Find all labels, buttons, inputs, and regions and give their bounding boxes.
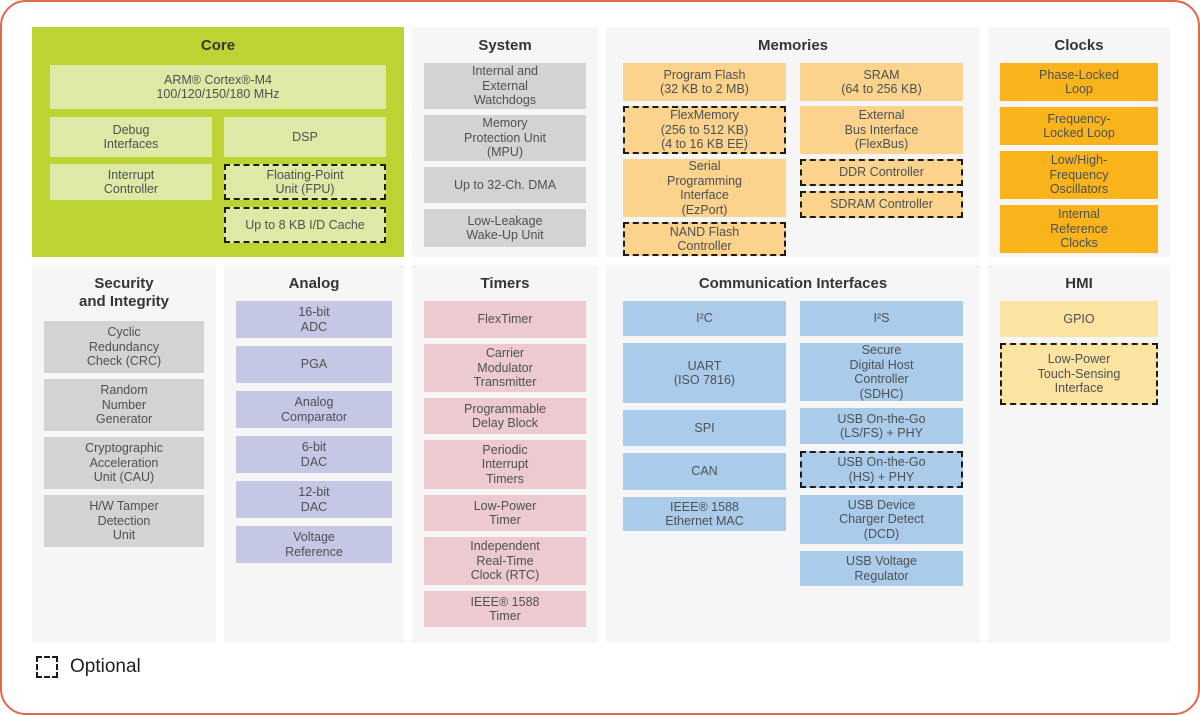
block-sdram-controller-optional: SDRAM Controller — [800, 191, 963, 218]
analog-blocks: 16-bit ADC PGA Analog Comparator 6-bit D… — [224, 293, 404, 563]
section-title-memories: Memories — [757, 37, 829, 54]
block-rtc: Independent Real-Time Clock (RTC) — [424, 537, 586, 585]
block-sram: SRAM (64 to 256 KB) — [800, 63, 963, 101]
block-debug-interfaces: Debug Interfaces — [50, 117, 212, 157]
block-ddr-controller-optional: DDR Controller — [800, 159, 963, 186]
block-dma: Up to 32-Ch. DMA — [424, 167, 586, 203]
block-oscillators: Low/High- Frequency Oscillators — [1000, 151, 1158, 199]
section-analog: Analog 16-bit ADC PGA Analog Comparator … — [224, 265, 404, 643]
block-ieee-1588-timer: IEEE® 1588 Timer — [424, 591, 586, 627]
section-core: Core ARM® Cortex®-M4 100/120/150/180 MHz… — [32, 27, 404, 257]
block-pll: Phase-Locked Loop — [1000, 63, 1158, 101]
block-can: CAN — [623, 453, 786, 490]
timers-blocks: FlexTimer Carrier Modulator Transmitter … — [412, 293, 598, 627]
block-dsp: DSP — [224, 117, 386, 157]
block-cau: Cryptographic Acceleration Unit (CAU) — [44, 437, 204, 489]
system-blocks: Internal and External Watchdogs Memory P… — [412, 55, 598, 247]
block-usb-otg-lsfs: USB On-the-Go (LS/FS) + PHY — [800, 408, 963, 444]
block-gpio: GPIO — [1000, 301, 1158, 337]
optional-dashed-swatch-icon — [36, 656, 58, 678]
block-periodic-interrupt-timers: Periodic Interrupt Timers — [424, 440, 586, 489]
block-low-power-timer: Low-Power Timer — [424, 495, 586, 531]
section-title-system: System — [478, 37, 532, 54]
block-crc: Cyclic Redundancy Check (CRC) — [44, 321, 204, 373]
block-i2c: I²C — [623, 301, 786, 336]
communication-columns: I²C UART (ISO 7816) SPI CAN IEEE® 1588 E… — [606, 293, 980, 586]
section-title-timers: Timers — [480, 275, 530, 292]
section-title-security: Security and Integrity — [78, 275, 169, 310]
section-title-core: Core — [200, 37, 236, 54]
block-program-flash: Program Flash (32 KB to 2 MB) — [623, 63, 786, 101]
block-flexmemory-optional: FlexMemory (256 to 512 KB) (4 to 16 KB E… — [623, 106, 786, 154]
block-uart: UART (ISO 7816) — [623, 343, 786, 403]
section-title-hmi: HMI — [1065, 275, 1093, 292]
block-arm-cortex-m4: ARM® Cortex®-M4 100/120/150/180 MHz — [50, 65, 386, 109]
security-blocks: Cyclic Redundancy Check (CRC) Random Num… — [32, 311, 216, 547]
block-flexbus: External Bus Interface (FlexBus) — [800, 106, 963, 154]
legend-optional-label: Optional — [70, 656, 141, 677]
memories-right-column: SRAM (64 to 256 KB) External Bus Interfa… — [800, 63, 963, 256]
section-hmi: HMI GPIO Low-Power Touch-Sensing Interfa… — [988, 265, 1170, 643]
core-grid-spacer — [50, 207, 212, 243]
block-tamper-detection: H/W Tamper Detection Unit — [44, 495, 204, 547]
block-interrupt-controller: Interrupt Controller — [50, 164, 212, 200]
section-system: System Internal and External Watchdogs M… — [412, 27, 598, 257]
block-llwu: Low-Leakage Wake-Up Unit — [424, 209, 586, 247]
block-nand-flash-controller-optional: NAND Flash Controller — [623, 222, 786, 256]
block-ethernet-mac: IEEE® 1588 Ethernet MAC — [623, 497, 786, 531]
block-spi: SPI — [623, 410, 786, 446]
communication-right-column: I²S Secure Digital Host Controller (SDHC… — [800, 301, 963, 586]
section-title-clocks: Clocks — [1054, 37, 1104, 54]
block-fll: Frequency- Locked Loop — [1000, 107, 1158, 145]
section-security-and-integrity: Security and Integrity Cyclic Redundancy… — [32, 265, 216, 643]
block-carrier-modulator-transmitter: Carrier Modulator Transmitter — [424, 344, 586, 392]
core-grid: Debug Interfaces DSP Interrupt Controlle… — [50, 117, 386, 243]
communication-left-column: I²C UART (ISO 7816) SPI CAN IEEE® 1588 E… — [623, 301, 786, 586]
block-fpu-optional: Floating-Point Unit (FPU) — [224, 164, 386, 200]
section-title-analog: Analog — [288, 275, 340, 292]
block-ezport: Serial Programming Interface (EzPort) — [623, 159, 786, 217]
block-pga: PGA — [236, 346, 392, 383]
block-usb-dcd: USB Device Charger Detect (DCD) — [800, 495, 963, 544]
memories-left-column: Program Flash (32 KB to 2 MB) FlexMemory… — [623, 63, 786, 256]
block-voltage-reference: Voltage Reference — [236, 526, 392, 563]
legend-optional: Optional — [36, 656, 141, 678]
block-usb-voltage-regulator: USB Voltage Regulator — [800, 551, 963, 586]
section-memories: Memories Program Flash (32 KB to 2 MB) F… — [606, 27, 980, 257]
block-i2s: I²S — [800, 301, 963, 336]
section-clocks: Clocks Phase-Locked Loop Frequency- Lock… — [988, 27, 1170, 257]
block-16bit-adc: 16-bit ADC — [236, 301, 392, 338]
block-id-cache-optional: Up to 8 KB I/D Cache — [224, 207, 386, 243]
block-usb-otg-hs-optional: USB On-the-Go (HS) + PHY — [800, 451, 963, 488]
block-mpu: Memory Protection Unit (MPU) — [424, 115, 586, 161]
block-watchdogs: Internal and External Watchdogs — [424, 63, 586, 109]
block-6bit-dac: 6-bit DAC — [236, 436, 392, 473]
core-blocks: ARM® Cortex®-M4 100/120/150/180 MHz Debu… — [32, 55, 404, 243]
block-touch-sensing-optional: Low-Power Touch-Sensing Interface — [1000, 343, 1158, 405]
section-timers: Timers FlexTimer Carrier Modulator Trans… — [412, 265, 598, 643]
block-analog-comparator: Analog Comparator — [236, 391, 392, 428]
hmi-blocks: GPIO Low-Power Touch-Sensing Interface — [988, 293, 1170, 405]
section-title-communication: Communication Interfaces — [698, 275, 888, 292]
block-flextimer: FlexTimer — [424, 301, 586, 338]
clocks-blocks: Phase-Locked Loop Frequency- Locked Loop… — [988, 55, 1170, 253]
memories-columns: Program Flash (32 KB to 2 MB) FlexMemory… — [606, 55, 980, 256]
section-communication-interfaces: Communication Interfaces I²C UART (ISO 7… — [606, 265, 980, 643]
block-12bit-dac: 12-bit DAC — [236, 481, 392, 518]
block-sdhc: Secure Digital Host Controller (SDHC) — [800, 343, 963, 401]
block-internal-reference-clocks: Internal Reference Clocks — [1000, 205, 1158, 253]
block-programmable-delay-block: Programmable Delay Block — [424, 398, 586, 434]
block-rng: Random Number Generator — [44, 379, 204, 431]
